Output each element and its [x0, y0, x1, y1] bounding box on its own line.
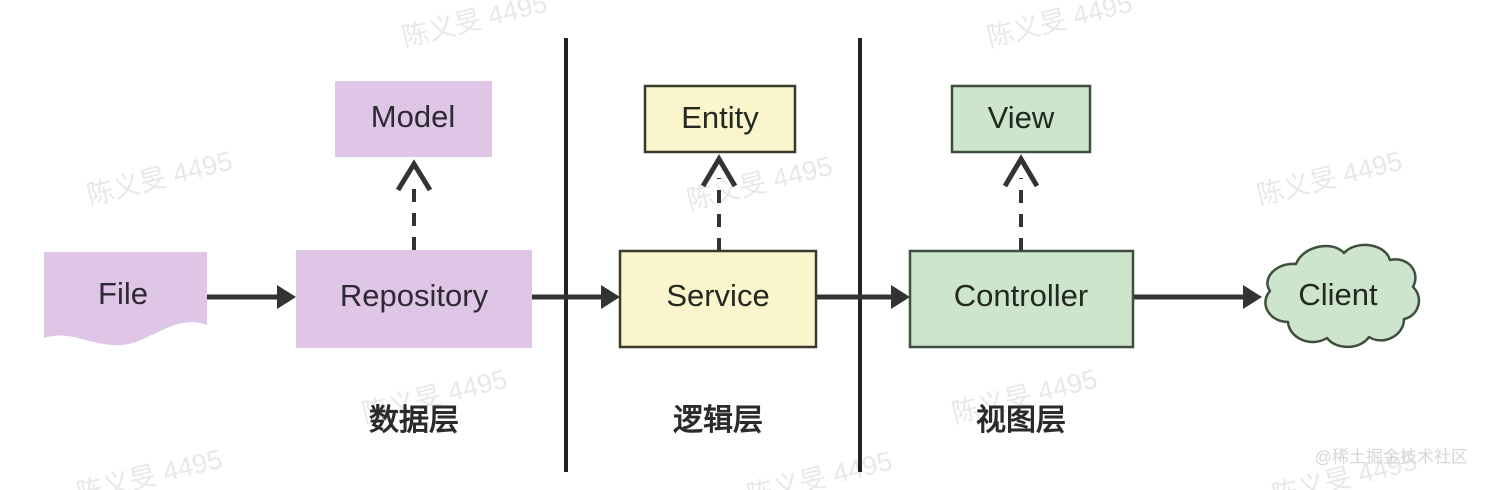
layer-dividers: [564, 38, 862, 472]
node-model-label: Model: [371, 99, 455, 134]
view-box-shape: [950, 84, 1092, 154]
node-controller-label: Controller: [954, 278, 1088, 313]
node-file[interactable]: File: [44, 252, 207, 346]
dependency-service-to-entity: [700, 154, 738, 251]
layer-label-data: 数据层: [369, 404, 459, 437]
service-box-shape: [618, 249, 818, 349]
open-arrow-head-icon: [395, 159, 433, 192]
node-client-label: Client: [1298, 277, 1378, 312]
node-entity[interactable]: Entity: [643, 84, 797, 154]
flow-repository-to-service: [532, 285, 620, 309]
node-repository[interactable]: Repository: [296, 250, 532, 348]
arrow-head-icon: [891, 285, 910, 309]
flow-file-to-repository: [207, 285, 296, 309]
watermark-tile: 陈义旻 4495: [84, 146, 235, 211]
node-model[interactable]: Model: [335, 81, 492, 157]
node-repository-label: Repository: [340, 278, 489, 313]
watermark-tile: 陈义旻 4495: [74, 444, 225, 490]
node-view[interactable]: View: [950, 84, 1092, 154]
dependency-controller-to-view: [1002, 154, 1040, 251]
watermark-tile: 陈义旻 4495: [399, 0, 550, 53]
arrow-head-icon: [601, 285, 620, 309]
layer-labels: 数据层 逻辑层 视图层: [369, 404, 1066, 437]
watermark-corner: @稀土掘金技术社区: [1315, 447, 1468, 466]
node-client[interactable]: Client: [1264, 243, 1421, 349]
open-arrow-head-icon: [700, 154, 738, 188]
node-entity-label: Entity: [681, 100, 759, 135]
file-document-shape: [44, 252, 207, 346]
watermark-tile: 陈义旻 4495: [1254, 146, 1405, 211]
dependency-repository-to-model: [395, 159, 433, 250]
layer-label-logic: 逻辑层: [673, 404, 763, 437]
node-service[interactable]: Service: [618, 249, 818, 349]
arrow-head-icon: [1243, 285, 1262, 309]
client-cloud-shape: [1264, 243, 1421, 349]
layer-label-view: 视图层: [976, 404, 1066, 437]
controller-box-shape: [908, 249, 1135, 349]
node-file-label: File: [98, 276, 148, 311]
flow-arrows: [207, 285, 1262, 309]
entity-box-shape: [643, 84, 797, 154]
open-arrow-head-icon: [1002, 154, 1040, 188]
watermark-tile: 陈义旻 4495: [984, 0, 1135, 53]
arrow-head-icon: [277, 285, 296, 309]
repository-box-shape: [296, 250, 532, 348]
node-controller[interactable]: Controller: [908, 249, 1135, 349]
node-view-label: View: [988, 100, 1055, 135]
model-box-shape: [335, 81, 492, 157]
watermark-tile: 陈义旻 4495: [744, 446, 895, 490]
flow-controller-to-client: [1133, 285, 1262, 309]
dependency-arrows: [395, 154, 1040, 251]
node-service-label: Service: [666, 278, 769, 313]
flow-service-to-controller: [816, 285, 910, 309]
